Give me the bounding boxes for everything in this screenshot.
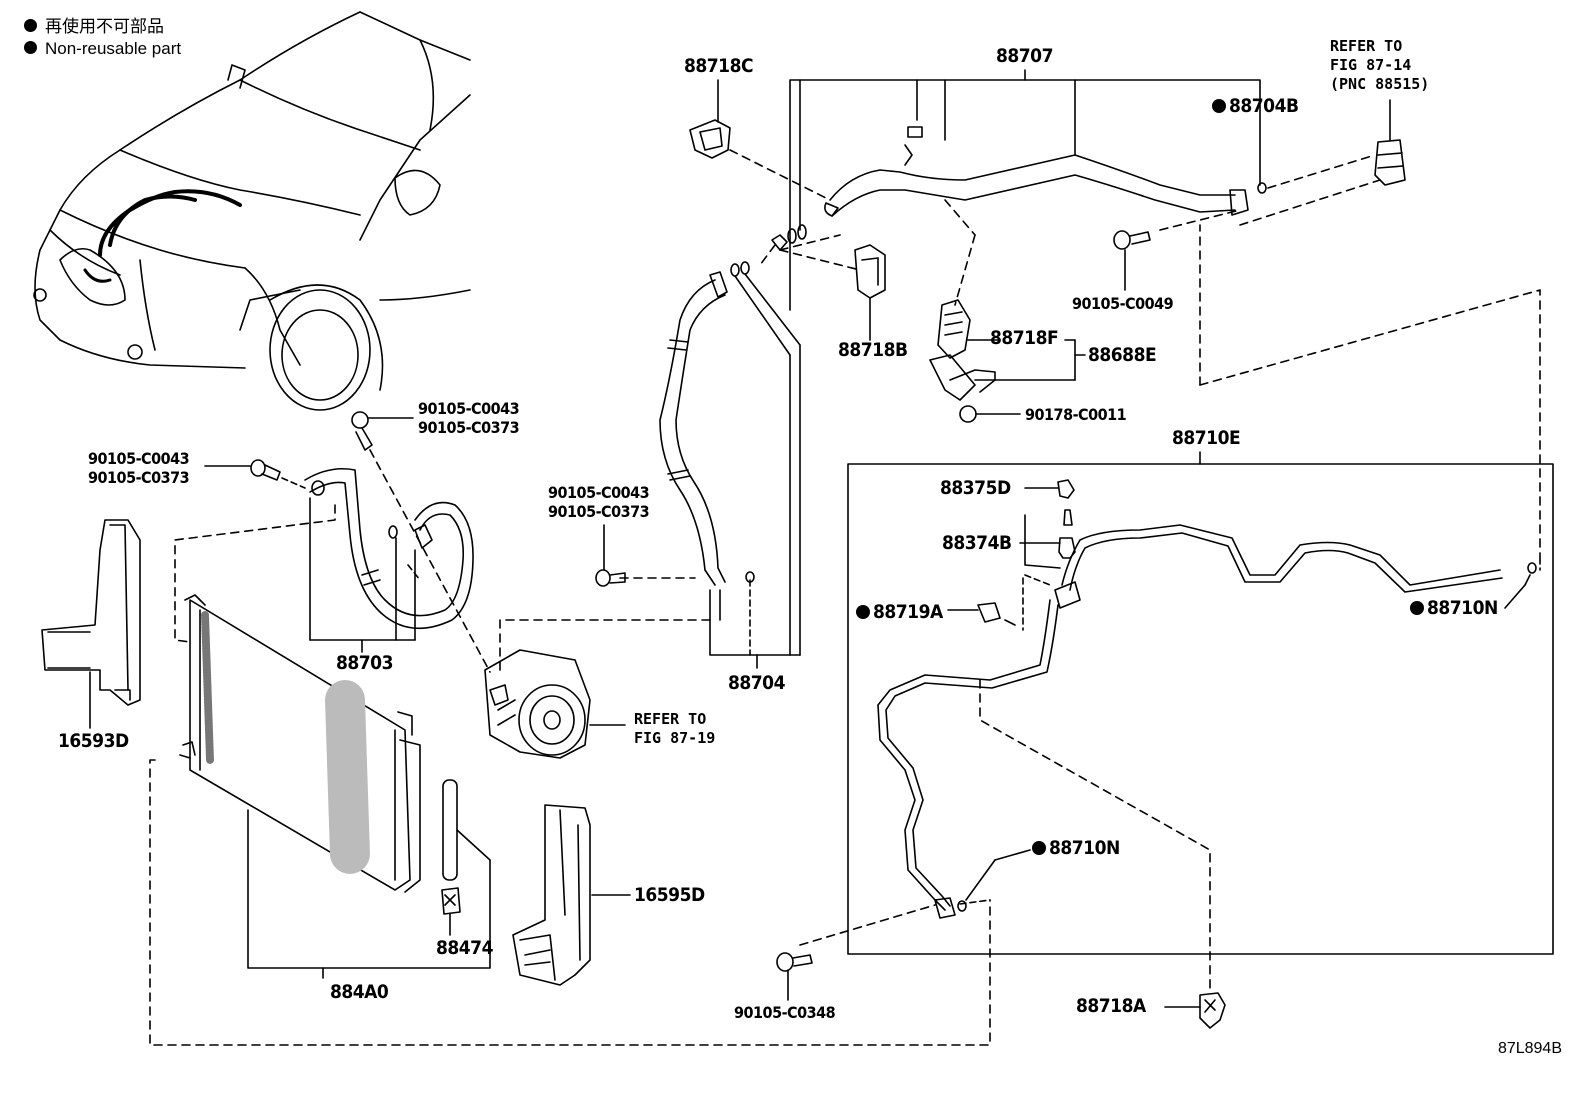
filled-circle-icon <box>24 19 37 32</box>
label-88707[interactable]: 88707 <box>996 45 1053 67</box>
refer-fig-87-14[interactable]: REFER TO FIG 87-14 (PNC 88515) <box>1330 37 1430 93</box>
label-bolt-mid[interactable]: 90105-C0043 90105-C0373 <box>548 483 650 521</box>
label-bolt-top[interactable]: 90105-C0043 90105-C0373 <box>418 399 520 437</box>
label-16593D[interactable]: 16593D <box>58 730 129 752</box>
label-88710N-bottom[interactable]: 88710N <box>1032 838 1120 858</box>
bracket-88688E[interactable] <box>930 300 1085 422</box>
bolt-90105-C0348[interactable] <box>777 953 812 1000</box>
clip-88718B[interactable] <box>855 245 885 340</box>
o-rings-88707 <box>760 225 860 270</box>
hose-88704[interactable] <box>500 262 800 670</box>
clip-88718C[interactable] <box>690 80 830 200</box>
label-88704B[interactable]: 88704B <box>1212 96 1299 116</box>
hose-88703[interactable] <box>175 469 473 652</box>
bolt-left[interactable] <box>205 460 305 488</box>
label-88688E[interactable]: 88688E <box>1088 344 1157 366</box>
refer-fig-87-19[interactable]: REFER TO FIG 87-19 <box>634 710 716 747</box>
non-reusable-icon <box>1410 601 1424 615</box>
label-bolt-left[interactable]: 90105-C0043 90105-C0373 <box>88 449 190 487</box>
label-90105-C0348[interactable]: 90105-C0348 <box>734 1003 836 1022</box>
bolt-90105-C0049[interactable] <box>1114 210 1240 290</box>
label-16595D[interactable]: 16595D <box>634 884 705 906</box>
label-90105-C0049[interactable]: 90105-C0049 <box>1072 294 1174 313</box>
non-reusable-icon <box>1212 99 1226 113</box>
label-88719A[interactable]: 88719A <box>856 602 943 622</box>
desiccant-88474[interactable] <box>442 780 490 935</box>
filled-circle-icon <box>24 41 37 54</box>
vehicle-front-illustration <box>34 12 470 410</box>
duct-16595D[interactable] <box>513 805 630 985</box>
part-88515-reference[interactable] <box>1375 100 1405 185</box>
label-88474[interactable]: 88474 <box>436 937 493 959</box>
legend: 再使用不可部品 Non-reusable part <box>24 16 181 60</box>
label-88718B[interactable]: 88718B <box>838 339 908 361</box>
non-reusable-icon <box>856 605 870 619</box>
duct-16593D[interactable] <box>42 520 140 728</box>
label-88375D[interactable]: 88375D <box>940 477 1011 499</box>
label-88374B[interactable]: 88374B <box>942 532 1012 554</box>
label-88718A[interactable]: 88718A <box>1076 995 1146 1017</box>
legend-item-jp: 再使用不可部品 <box>24 16 181 38</box>
label-884A0[interactable]: 884A0 <box>330 981 389 1003</box>
label-88710N-right[interactable]: 88710N <box>1410 598 1498 618</box>
legend-item-en: Non-reusable part <box>24 38 181 60</box>
label-88704[interactable]: 88704 <box>728 672 785 694</box>
liquid-line-88710E[interactable] <box>800 452 1553 990</box>
condenser-884A0[interactable] <box>150 595 990 1045</box>
label-88703[interactable]: 88703 <box>336 652 393 674</box>
non-reusable-icon <box>1032 841 1046 855</box>
bolt-mid[interactable] <box>596 525 625 586</box>
clip-88718A[interactable] <box>1165 993 1225 1028</box>
diagram-id: 87L894B <box>1497 1040 1562 1057</box>
label-88710E[interactable]: 88710E <box>1172 427 1241 449</box>
hose-88707[interactable] <box>790 70 1380 310</box>
compressor[interactable] <box>485 650 625 758</box>
label-88718C[interactable]: 88718C <box>684 55 754 77</box>
label-88718F[interactable]: 88718F <box>990 327 1059 349</box>
bolt-top[interactable] <box>352 412 490 672</box>
label-90178-C0011[interactable]: 90178-C0011 <box>1025 405 1127 424</box>
